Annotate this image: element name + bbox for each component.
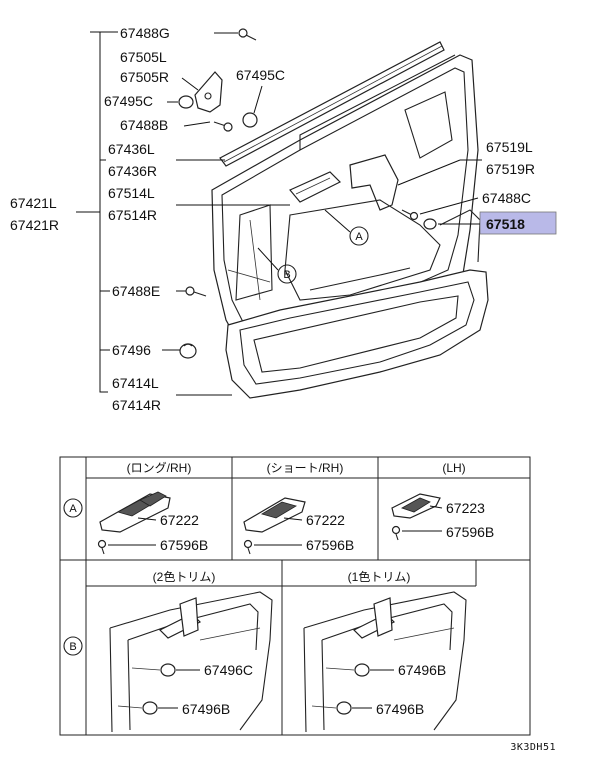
label-67436R: 67436R <box>108 163 157 179</box>
label-67505L: 67505L <box>120 49 167 65</box>
label-67496B-col1: 67496B <box>182 701 230 717</box>
header-long-rh: (ロング/RH) <box>127 461 192 475</box>
label-67496: 67496 <box>112 342 151 358</box>
switch-67222-long <box>99 491 171 533</box>
switch-67223-lh <box>391 493 441 519</box>
label-67514R: 67514R <box>108 207 157 223</box>
screw-67596B-col1 <box>97 539 107 555</box>
label-67488B: 67488B <box>120 117 168 133</box>
svg-text:A: A <box>69 503 77 515</box>
label-67519R: 67519R <box>486 161 535 177</box>
diagram-code: 3K3DH51 <box>510 742 556 753</box>
label-67496C: 67496C <box>204 662 253 678</box>
weatherstrip-67436 <box>219 41 445 167</box>
label-67505R: 67505R <box>120 69 169 85</box>
screw-67596B-col2 <box>243 539 253 555</box>
label-67496B-col2-top: 67496B <box>398 662 446 678</box>
screw-67488B <box>213 121 233 132</box>
label-67414R: 67414R <box>112 397 161 413</box>
header-2-tone-trim: (2色トリム) <box>153 570 216 584</box>
label-67518: 67518 <box>486 216 525 232</box>
label-67488C: 67488C <box>482 190 531 206</box>
part-labels: 67488G 67505L 67505R 67495C 67495C 67488… <box>10 25 557 413</box>
header-lh: (LH) <box>442 461 465 475</box>
highlight-67518 <box>479 211 557 235</box>
label-67222-long: 67222 <box>160 512 199 528</box>
label-67488G: 67488G <box>120 25 170 41</box>
label-67596B-col1: 67596B <box>160 537 208 553</box>
callout-a: A <box>349 226 369 246</box>
screw-67488E <box>185 286 207 297</box>
switch-67222-short <box>243 497 306 533</box>
clip-67496 <box>179 343 197 359</box>
label-67596B-col3: 67596B <box>446 524 494 540</box>
label-67223: 67223 <box>446 500 485 516</box>
bracket-67505 <box>194 71 223 113</box>
label-67514L: 67514L <box>108 185 155 201</box>
label-67519L: 67519L <box>486 139 533 155</box>
cap-67518 <box>423 218 437 230</box>
row-label-a: A <box>63 498 83 518</box>
clip-67495C-left <box>178 95 194 109</box>
label-67222-short: 67222 <box>306 512 345 528</box>
label-67495C-left: 67495C <box>104 93 153 109</box>
row-label-b: B <box>63 636 83 656</box>
svg-text:B: B <box>283 269 290 281</box>
trim-detail-1-tone <box>303 591 467 733</box>
clip-67495C-upper <box>242 112 258 128</box>
screw-67488G <box>238 28 257 41</box>
label-67436L: 67436L <box>108 141 155 157</box>
label-67495C-upper: 67495C <box>236 67 285 83</box>
label-67496B-col2-bottom: 67496B <box>376 701 424 717</box>
screw-67488C <box>401 209 419 221</box>
door-trim-assembly: A B <box>178 28 489 399</box>
trim-detail-2-tone <box>109 591 273 733</box>
label-67488E: 67488E <box>112 283 160 299</box>
variant-table: A B (ロング/RH) (ショート/RH) (LH) 67222 67596B <box>59 456 531 736</box>
callout-b: B <box>277 264 297 284</box>
svg-text:B: B <box>69 641 76 653</box>
label-67421L: 67421L <box>10 195 57 211</box>
svg-text:A: A <box>355 231 363 243</box>
pull-handle-67519 <box>349 154 399 211</box>
header-short-rh: (ショート/RH) <box>267 461 344 475</box>
label-67421R: 67421R <box>10 217 59 233</box>
screw-67596B-col3 <box>391 525 401 541</box>
label-67596B-col2: 67596B <box>306 537 354 553</box>
header-1-tone-trim: (1色トリム) <box>348 570 411 584</box>
label-67414L: 67414L <box>112 375 159 391</box>
